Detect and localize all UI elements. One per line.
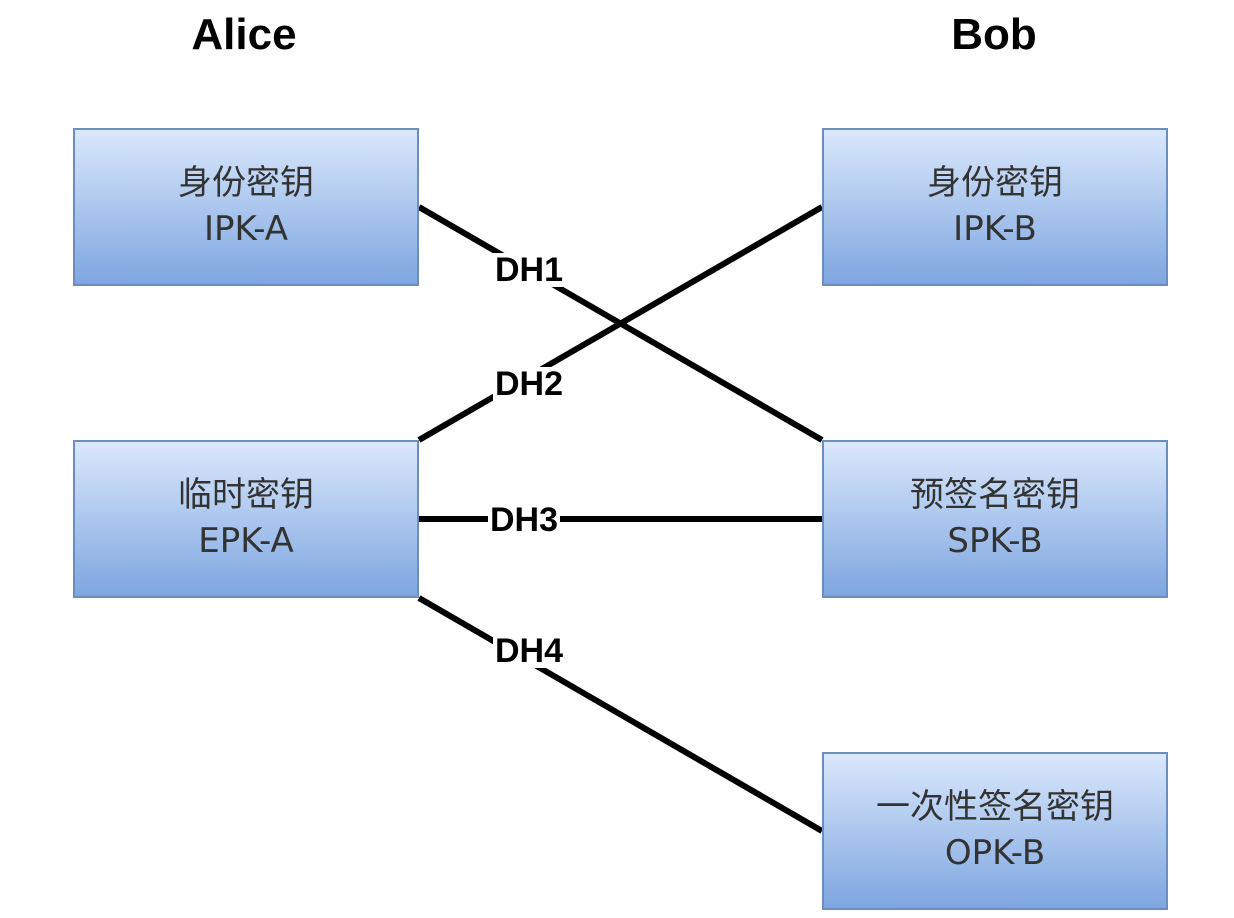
alice-title: Alice: [191, 10, 297, 59]
alice-identity-key-box: 身份密钥 IPK-A: [73, 128, 419, 286]
key-name: 临时密钥: [178, 475, 314, 516]
key-id: SPK-B: [947, 521, 1043, 561]
key-id: IPK-A: [203, 209, 289, 249]
dh4-label: DH4: [492, 632, 566, 670]
key-name: 身份密钥: [927, 163, 1063, 204]
dh2-connector: [417, 204, 824, 443]
dh2-label: DH2: [492, 365, 566, 403]
bob-title: Bob: [951, 10, 1037, 59]
dh1-label: DH1: [492, 251, 566, 289]
key-id: IPK-B: [953, 209, 1037, 249]
bob-one-time-prekey-box: 一次性签名密钥 OPK-B: [822, 752, 1168, 910]
key-name: 一次性签名密钥: [876, 787, 1114, 828]
key-name: 预签名密钥: [910, 475, 1080, 516]
bob-signed-prekey-box: 预签名密钥 SPK-B: [822, 440, 1168, 598]
key-name: 身份密钥: [178, 163, 314, 204]
key-id: EPK-A: [198, 521, 294, 561]
dh3-label: DH3: [487, 501, 561, 539]
alice-ephemeral-key-box: 临时密钥 EPK-A: [73, 440, 419, 598]
bob-identity-key-box: 身份密钥 IPK-B: [822, 128, 1168, 286]
key-id: OPK-B: [944, 833, 1046, 873]
dh4-connector: [417, 595, 824, 834]
